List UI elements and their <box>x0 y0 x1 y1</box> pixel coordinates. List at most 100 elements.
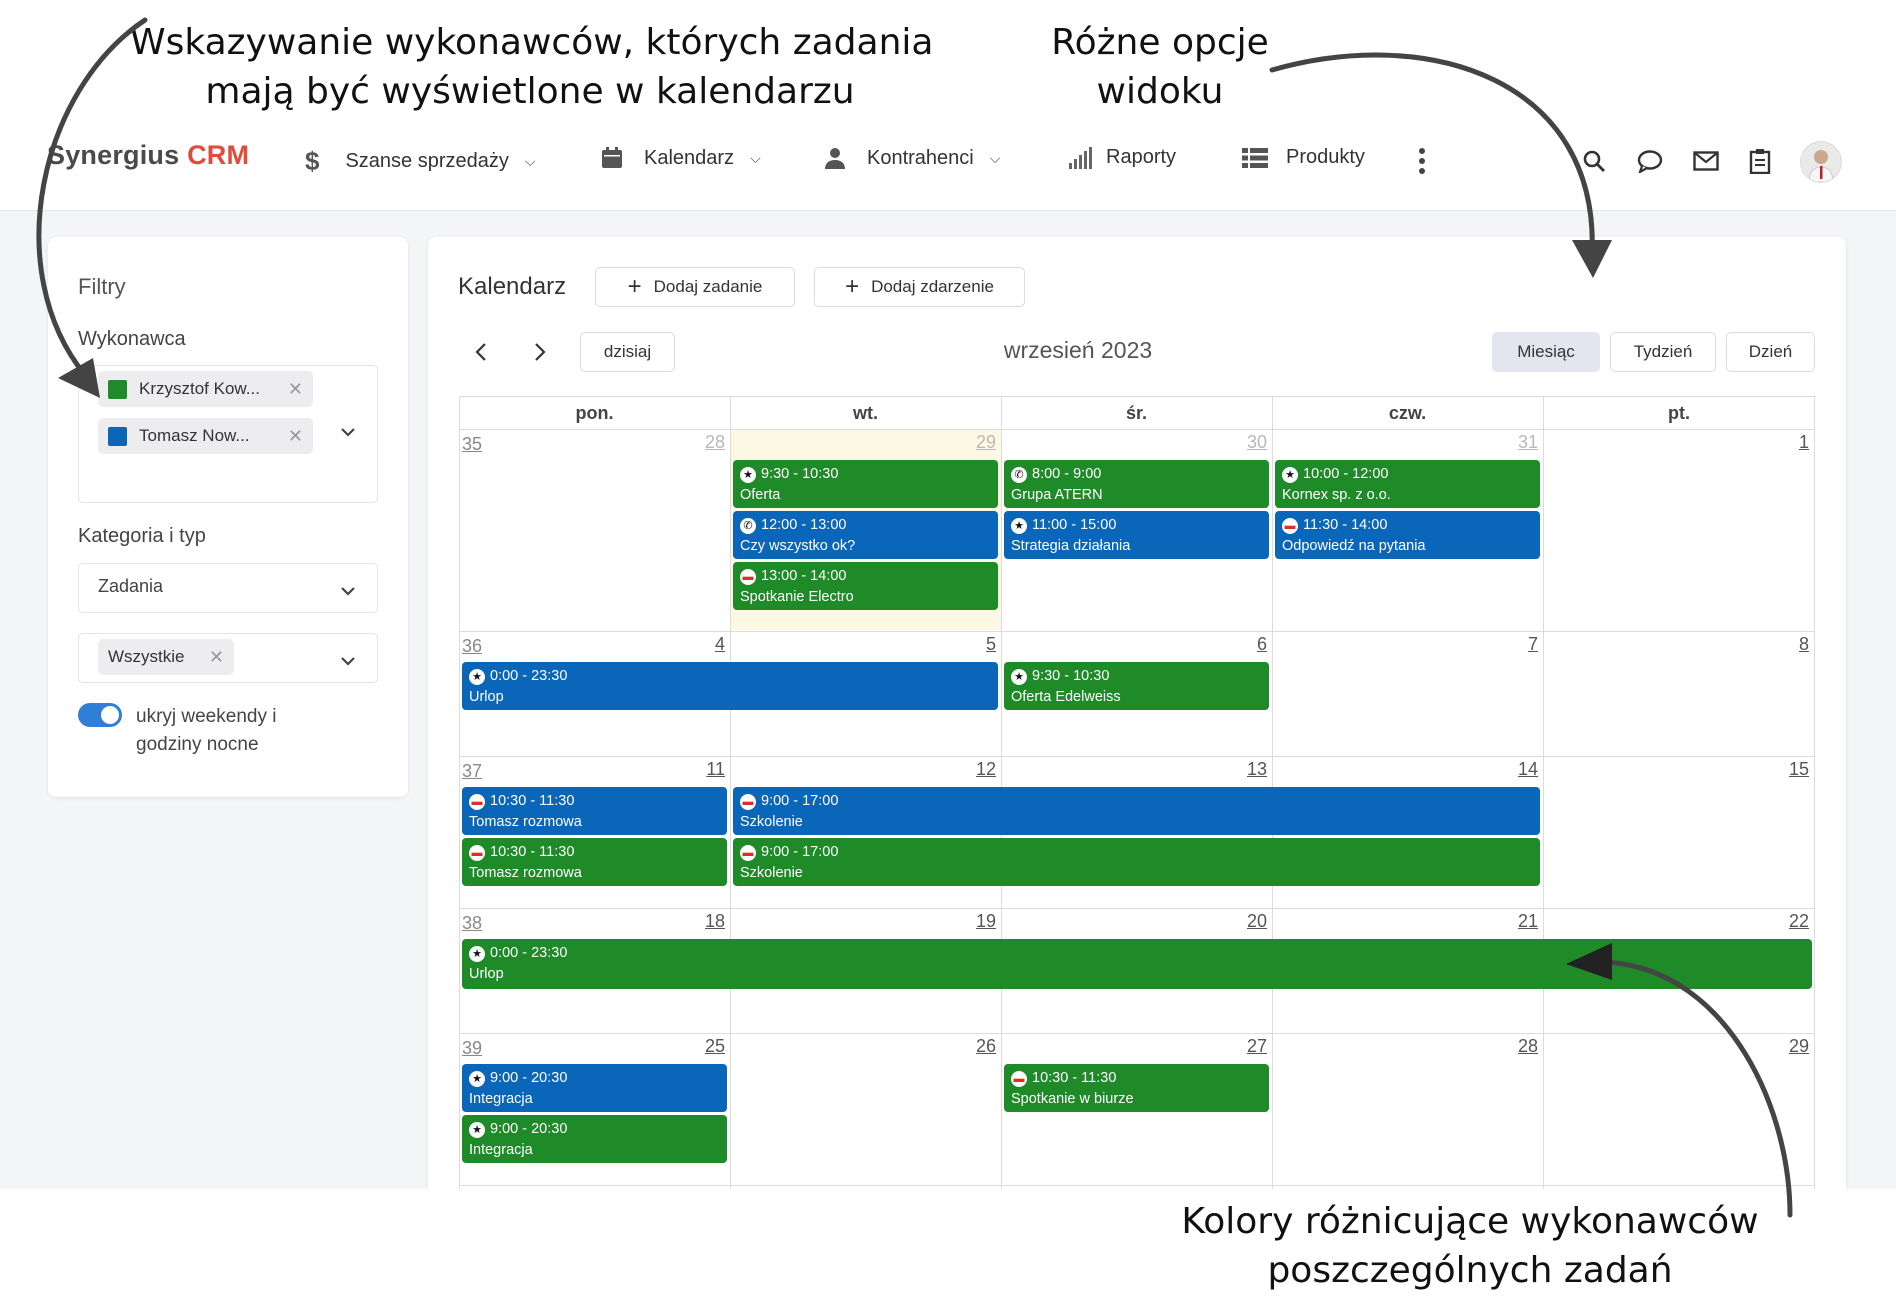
day-number[interactable]: 5 <box>985 634 996 654</box>
week-number[interactable]: 39 <box>462 1038 483 1058</box>
logo-text: Synergius <box>47 140 180 170</box>
calendar-event[interactable]: ★9:30 - 10:30 Oferta <box>733 460 998 508</box>
view-day-button[interactable]: Dzień <box>1726 332 1815 372</box>
day-number[interactable]: 29 <box>1788 1036 1809 1056</box>
calendar-grid <box>459 396 1816 1190</box>
day-number[interactable]: 29 <box>975 432 996 452</box>
nav-calendar[interactable]: Kalendarz ⌵ <box>600 146 761 170</box>
day-number[interactable]: 20 <box>1246 911 1267 931</box>
briefcase-icon: ▬ <box>469 793 485 810</box>
day-number[interactable]: 28 <box>1517 1036 1538 1056</box>
event-title: Szkolenie <box>740 865 803 881</box>
chevron-down-icon[interactable] <box>340 583 356 601</box>
nav-sales-opportunities[interactable]: $ Szanse sprzedaży ⌵ <box>305 146 536 177</box>
day-number[interactable]: 22 <box>1788 911 1809 931</box>
day-number[interactable]: 12 <box>975 759 996 779</box>
week-number[interactable]: 37 <box>462 761 483 781</box>
annotation-line: Kolory różnicujące wykonawców <box>1181 1201 1759 1242</box>
calendar-event[interactable]: ★9:00 - 20:30 Integracja <box>462 1064 727 1112</box>
chevron-down-icon[interactable] <box>340 653 356 671</box>
arrowhead-events <box>1566 943 1612 980</box>
day-number[interactable]: 21 <box>1517 911 1538 931</box>
calendar-event[interactable]: ★9:30 - 10:30 Oferta Edelweiss <box>1004 662 1269 710</box>
day-number[interactable]: 8 <box>1798 634 1809 654</box>
hide-weekends-label: ukryj weekendy i godziny nocne <box>136 703 276 759</box>
week-number[interactable]: 38 <box>462 913 483 933</box>
type-chip-label: Wszystkie <box>108 647 185 666</box>
annotation-performers: Wskazywanie wykonawców, których zadania … <box>130 18 933 116</box>
calendar-event[interactable]: ▬9:00 - 17:00 Szkolenie <box>733 838 1540 886</box>
next-icon[interactable] <box>533 342 547 367</box>
calendar-event[interactable]: ▬10:30 - 11:30 Spotkanie w biurze <box>1004 1064 1269 1112</box>
day-number[interactable]: 1 <box>1798 432 1809 452</box>
nav-reports[interactable]: Raporty <box>1068 146 1176 169</box>
day-number[interactable]: 28 <box>704 432 725 452</box>
clipboard-icon[interactable] <box>1744 145 1776 177</box>
calendar-event[interactable]: ▬10:30 - 11:30 Tomasz rozmowa <box>462 838 727 886</box>
hide-weekends-toggle[interactable] <box>78 703 122 727</box>
chat-icon[interactable] <box>1634 145 1666 177</box>
calendar-event[interactable]: ▬13:00 - 14:00 Spotkanie Electro <box>733 562 998 610</box>
nav-label: Kontrahenci <box>867 146 974 169</box>
week-number[interactable]: 35 <box>462 434 483 454</box>
close-icon[interactable]: ✕ <box>287 425 303 446</box>
more-menu-icon[interactable] <box>1406 145 1438 177</box>
nav-contractors[interactable]: Kontrahenci ⌵ <box>823 146 1000 170</box>
day-number[interactable]: 18 <box>704 911 725 931</box>
day-number[interactable]: 31 <box>1517 432 1538 452</box>
calendar-event[interactable]: ★0:00 - 23:30 Urlop <box>462 662 998 710</box>
day-number[interactable]: 6 <box>1256 634 1267 654</box>
chevron-down-icon[interactable] <box>340 424 356 442</box>
performer-chip[interactable]: Tomasz Now... ✕ <box>98 418 313 454</box>
day-number[interactable]: 25 <box>704 1036 725 1056</box>
prev-icon[interactable] <box>474 342 488 367</box>
close-icon[interactable]: ✕ <box>208 646 224 667</box>
day-number[interactable]: 19 <box>975 911 996 931</box>
mail-icon[interactable] <box>1690 145 1722 177</box>
day-number[interactable]: 4 <box>714 634 725 654</box>
calendar-event[interactable]: ✆12:00 - 13:00 Czy wszystko ok? <box>733 511 998 559</box>
week-number[interactable]: 36 <box>462 636 483 656</box>
star-icon: ★ <box>469 1121 485 1138</box>
arrow-to-events <box>1592 959 1793 1218</box>
nav-label: Raporty <box>1106 146 1177 168</box>
grid-line <box>459 1185 1815 1186</box>
day-number[interactable]: 13 <box>1246 759 1267 779</box>
grid-line <box>459 631 1815 632</box>
calendar-event[interactable]: ★11:00 - 15:00 Strategia działania <box>1004 511 1269 559</box>
view-week-button[interactable]: Tydzień <box>1610 332 1716 372</box>
day-number[interactable]: 7 <box>1527 634 1538 654</box>
category-select-value: Zadania <box>98 576 164 596</box>
avatar[interactable] <box>1800 141 1842 183</box>
day-number[interactable]: 30 <box>1246 432 1267 452</box>
day-number[interactable]: 26 <box>975 1036 996 1056</box>
briefcase-icon: ▬ <box>740 844 756 861</box>
period-title: wrzesień 2023 <box>1003 337 1153 363</box>
calendar-event[interactable]: ★9:00 - 20:30 Integracja <box>462 1115 727 1163</box>
nav-label: Kalendarz <box>644 146 735 169</box>
day-number[interactable]: 11 <box>706 759 725 779</box>
calendar-event[interactable]: ▬10:30 - 11:30 Tomasz rozmowa <box>462 787 727 835</box>
add-event-button[interactable]: + Dodaj zdarzenie <box>814 267 1025 307</box>
nav-products[interactable]: Produkty <box>1242 146 1365 169</box>
plus-icon: + <box>627 273 642 300</box>
search-icon[interactable] <box>1578 145 1610 177</box>
logo[interactable]: Synergius CRM <box>47 140 249 171</box>
event-title: Grupa ATERN <box>1011 487 1103 503</box>
calendar-event[interactable]: ★10:00 - 12:00 Kornex sp. z o.o. <box>1275 460 1540 508</box>
close-icon[interactable]: ✕ <box>287 378 303 399</box>
event-time: 10:30 - 11:30 <box>1032 1070 1117 1086</box>
type-chip[interactable]: Wszystkie ✕ <box>98 639 234 675</box>
briefcase-icon: ▬ <box>469 844 485 861</box>
view-month-button[interactable]: Miesiąc <box>1492 332 1600 372</box>
day-number[interactable]: 27 <box>1246 1036 1267 1056</box>
add-task-button[interactable]: + Dodaj zadanie <box>595 267 795 307</box>
category-select[interactable] <box>78 563 378 613</box>
day-number[interactable]: 15 <box>1788 759 1809 779</box>
performer-chip[interactable]: Krzysztof Kow... ✕ <box>98 371 313 407</box>
calendar-event[interactable]: ▬9:00 - 17:00 Szkolenie <box>733 787 1540 835</box>
today-button[interactable]: dzisiaj <box>580 332 675 372</box>
calendar-event[interactable]: ✆8:00 - 9:00 Grupa ATERN <box>1004 460 1269 508</box>
calendar-event[interactable]: ▬11:30 - 14:00 Odpowiedź na pytania <box>1275 511 1540 559</box>
day-number[interactable]: 14 <box>1517 759 1538 779</box>
